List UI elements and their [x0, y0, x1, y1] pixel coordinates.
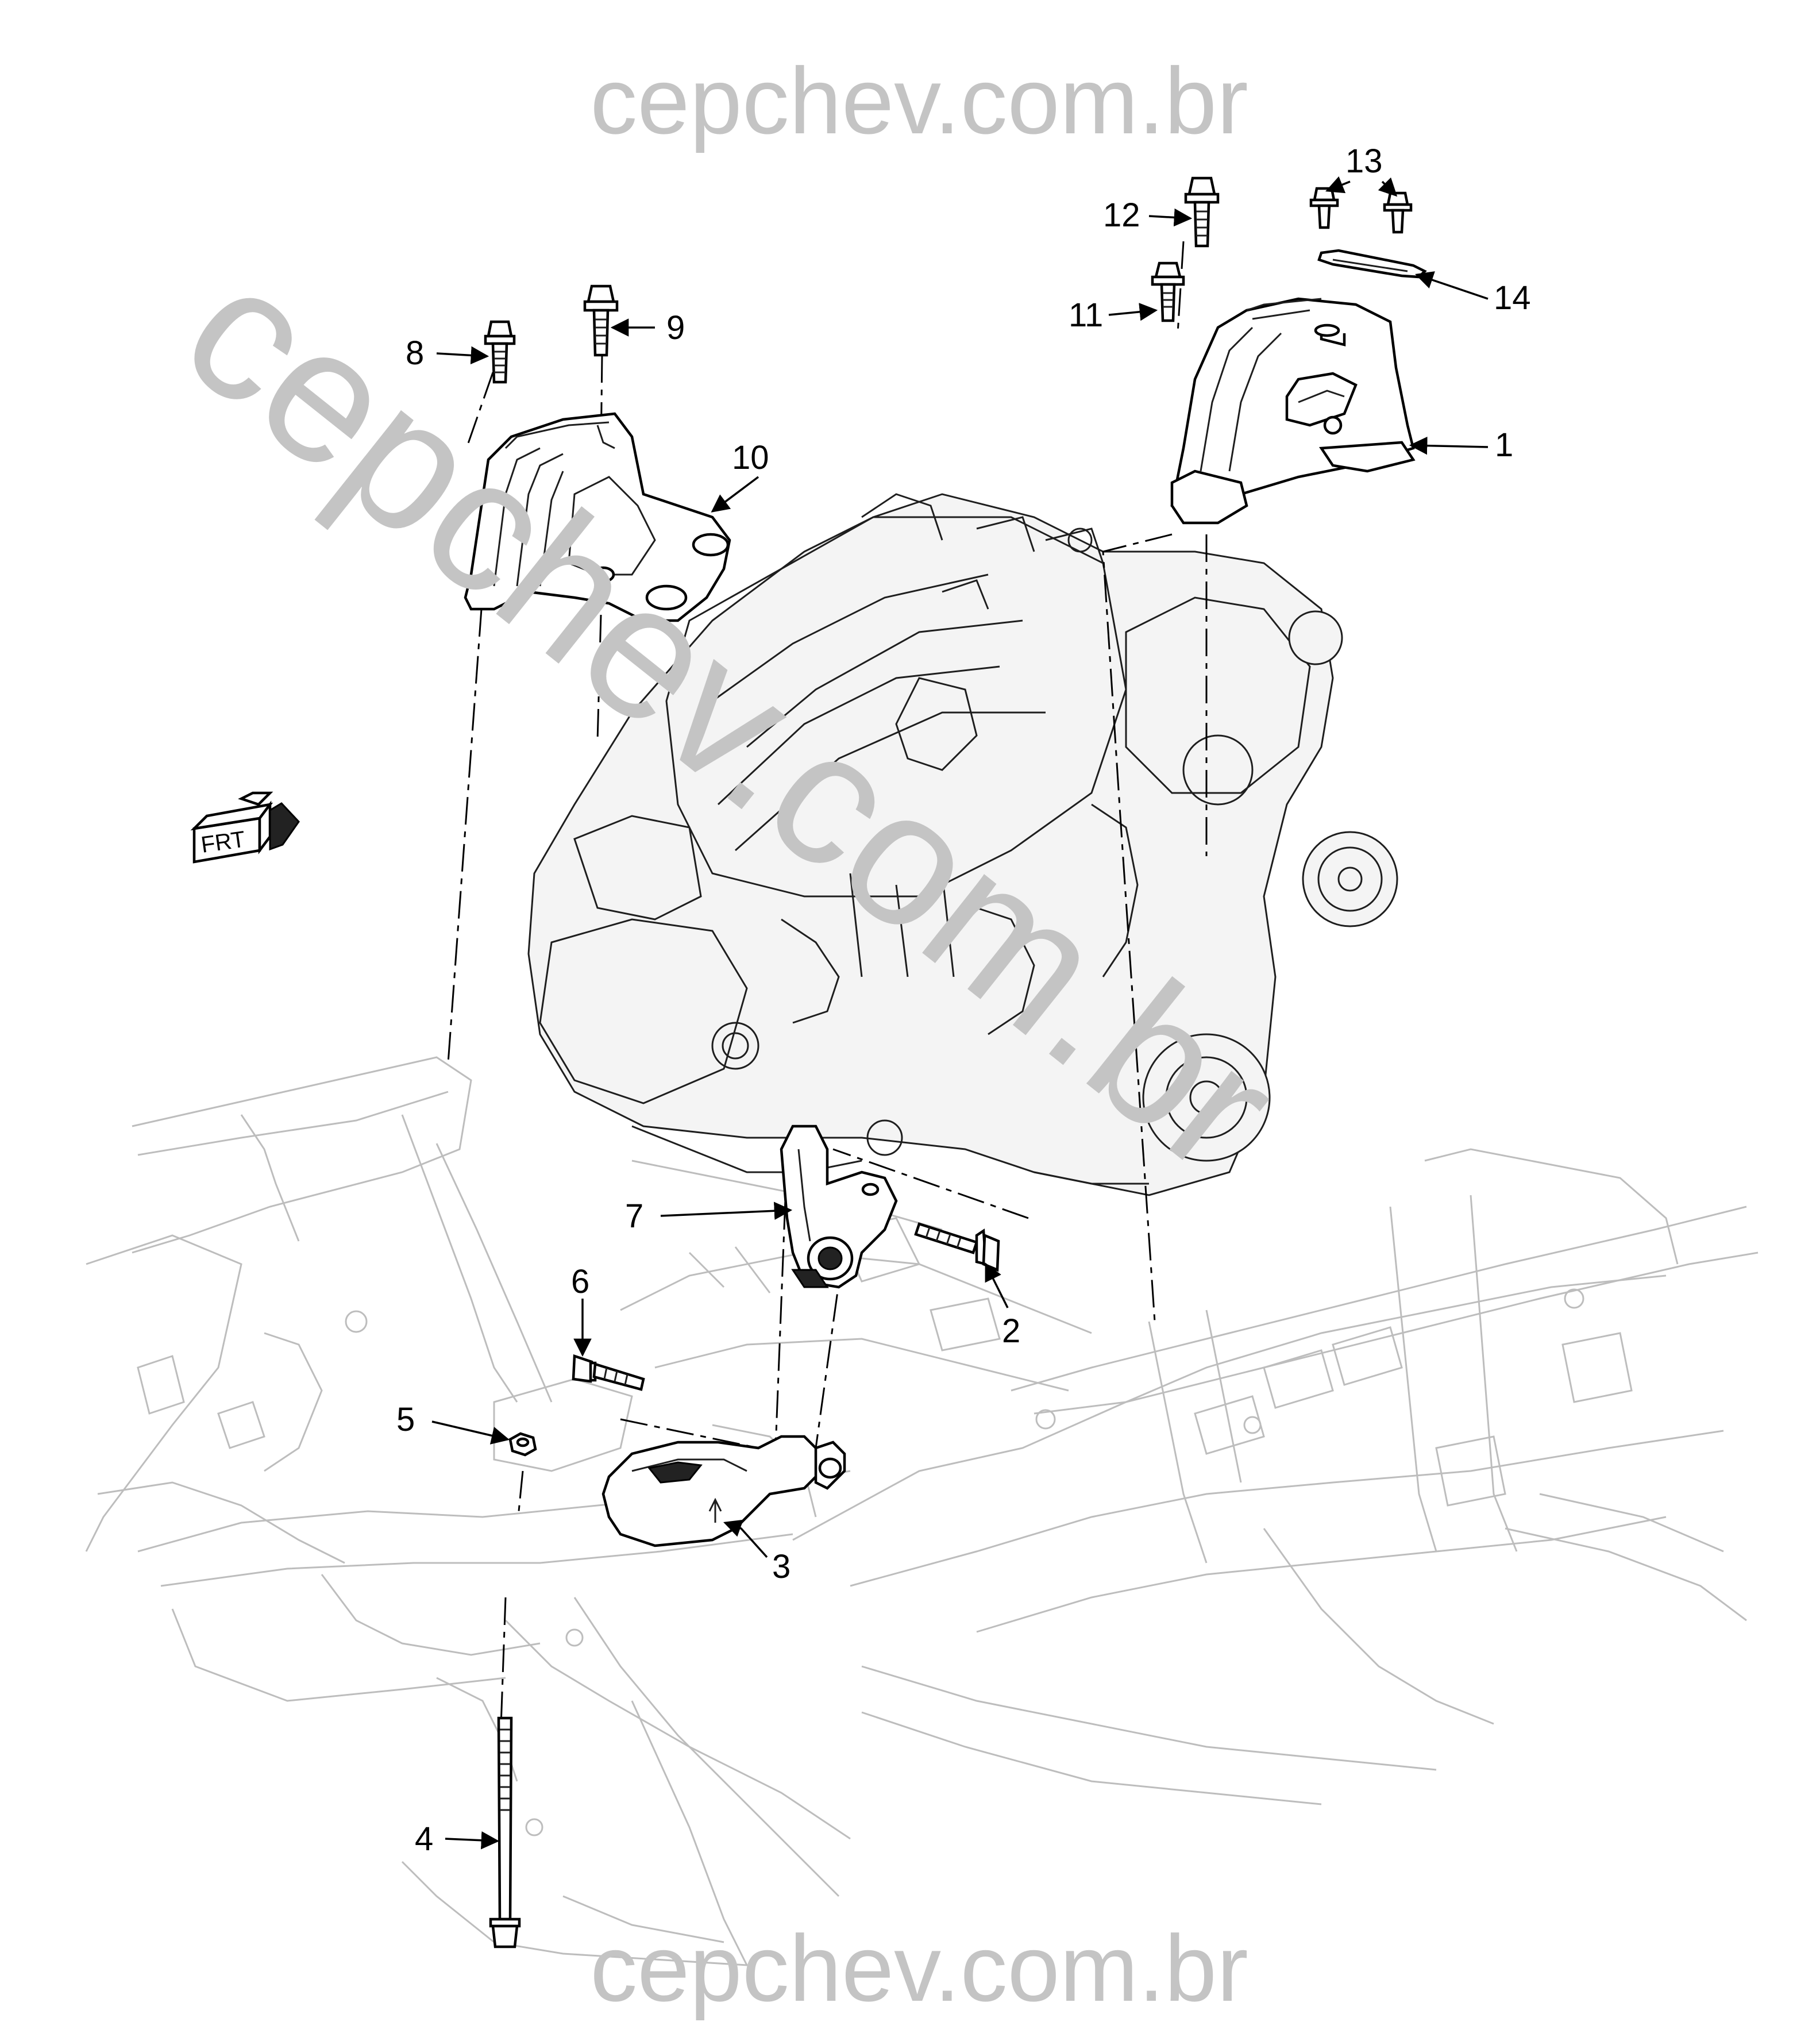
- bolt-8: [484, 320, 516, 384]
- left-engine-mount: [464, 412, 731, 622]
- callout-7: 7: [625, 1197, 643, 1235]
- callout-1: 1: [1495, 426, 1513, 464]
- bracket-14: [1317, 249, 1427, 279]
- callout-5: 5: [396, 1401, 415, 1438]
- engine-assembly: [527, 493, 1398, 1196]
- frt-label: FRT: [199, 827, 246, 858]
- callout-2: 2: [1002, 1312, 1020, 1350]
- callout-10: 10: [732, 439, 769, 476]
- bolt-11: [1151, 261, 1185, 322]
- bolt-4: [489, 1716, 521, 1948]
- front-direction-arrow-icon: [190, 791, 300, 864]
- callout-14: 14: [1494, 279, 1531, 317]
- callout-6: 6: [571, 1263, 589, 1300]
- bolt-2: [914, 1222, 1000, 1272]
- callout-11: 11: [1069, 296, 1103, 334]
- bolt-13-b: [1383, 191, 1413, 234]
- bolt-6: [572, 1354, 645, 1391]
- callout-4: 4: [415, 1820, 433, 1858]
- right-engine-mount: [1170, 297, 1416, 525]
- watermark-top: cepchev.com.br: [590, 48, 1248, 153]
- transmission-mount-bracket: [780, 1125, 898, 1289]
- bolt-13-a: [1309, 187, 1339, 229]
- callout-leaders: [431, 176, 1489, 1850]
- transmission-mount: [601, 1435, 846, 1547]
- watermark-bottom: cepchev.com.br: [590, 1916, 1248, 2021]
- bolt-9: [583, 284, 619, 357]
- callout-12: 12: [1103, 197, 1140, 234]
- vehicle-frame-outline: [85, 1056, 1759, 1966]
- callout-13: 13: [1345, 143, 1383, 180]
- bolt-12: [1184, 176, 1220, 248]
- callout-9: 9: [666, 309, 685, 346]
- callout-8: 8: [406, 334, 424, 372]
- nut-5: [508, 1432, 537, 1457]
- callout-3: 3: [772, 1548, 791, 1585]
